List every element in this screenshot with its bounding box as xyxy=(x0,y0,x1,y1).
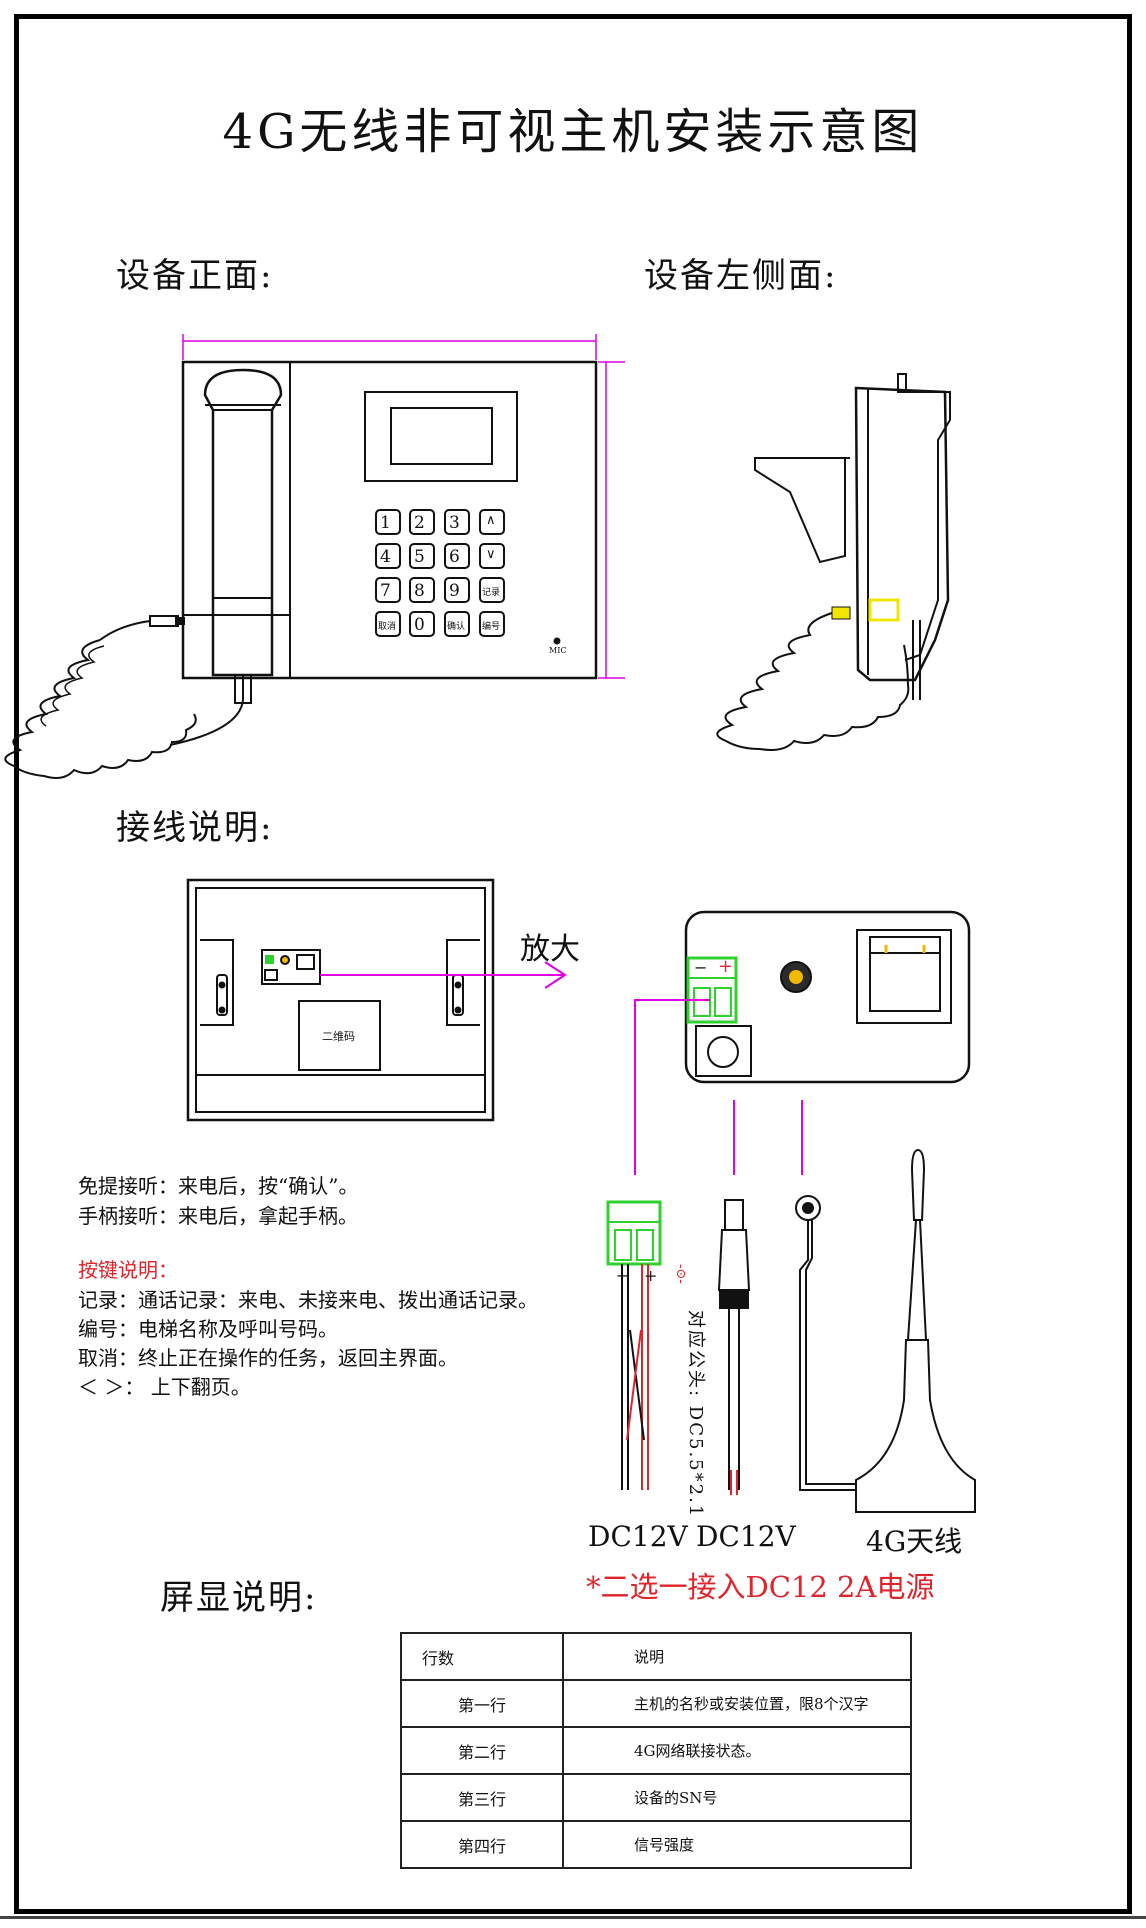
zoom-label: 放大 xyxy=(520,932,580,967)
key-note-page: ＜ ＞： 上下翻页。 xyxy=(78,1375,251,1399)
key-1: 1 xyxy=(380,513,391,533)
bottom-rule xyxy=(0,1916,1146,1919)
terminal-block-plug xyxy=(606,1200,662,1490)
table-cell-row: 第三行 xyxy=(400,1773,564,1822)
table-cell-desc: 设备的SN号 xyxy=(562,1773,912,1822)
table-row: 第二行 4G网络联接状态。 xyxy=(400,1726,912,1775)
key-9: 9 xyxy=(449,581,460,601)
key-notes-title: 按键说明： xyxy=(78,1258,178,1282)
table-header-cell: 说明 xyxy=(562,1632,912,1681)
table-cell-row: 第四行 xyxy=(400,1820,564,1869)
table-row: 第四行 信号强度 xyxy=(400,1820,912,1869)
key-note-cancel: 取消：终止正在操作的任务，返回主界面。 xyxy=(78,1346,458,1370)
key-record: 记录 xyxy=(482,588,501,598)
terminal-plus-label: + xyxy=(718,956,734,977)
table-row: 第一行 主机的名秒或安装位置，限8个汉字 xyxy=(400,1679,912,1728)
antenna-4g xyxy=(795,1148,976,1513)
key-6: 6 xyxy=(449,547,460,567)
dc-barrel-plug xyxy=(717,1199,751,1495)
side-view xyxy=(716,373,951,751)
key-0: 0 xyxy=(414,615,425,635)
answer-note-handset: 手柄接听：来电后，拿起手柄。 xyxy=(78,1204,358,1228)
answer-note-handsfree: 免提接听：来电后，按“确认”。 xyxy=(78,1174,359,1198)
key-4: 4 xyxy=(380,547,391,567)
key-note-record: 记录：通话记录：来电、未接来电、拨出通话记录。 xyxy=(78,1288,538,1312)
key-down: ∨ xyxy=(486,547,496,562)
section-side-title: 设备左侧面: xyxy=(644,256,838,296)
mic-label: MIC xyxy=(549,646,567,655)
back-panel xyxy=(186,878,567,1122)
barrel-plug-note: 对应公头: DC5.5*2.1 xyxy=(685,1310,706,1519)
key-number: 编号 xyxy=(482,622,501,632)
qr-label: 二维码 xyxy=(322,1030,355,1043)
key-7: 7 xyxy=(380,581,391,601)
table-row: 第三行 设备的SN号 xyxy=(400,1773,912,1822)
table-cell-desc: 主机的名秒或安装位置，限8个汉字 xyxy=(562,1679,912,1728)
page-title: 4G无线非可视主机安装示意图 xyxy=(222,104,924,160)
key-confirm: 确认 xyxy=(447,622,466,632)
key-5: 5 xyxy=(414,547,425,567)
section-wiring-title: 接线说明: xyxy=(116,808,274,848)
table-header-cell: 行数 xyxy=(400,1632,564,1681)
dc-terminal-label: DC12V xyxy=(588,1520,688,1553)
key-3: 3 xyxy=(449,513,460,533)
section-screen-title: 屏显说明: xyxy=(160,1578,318,1618)
wire-plus-label: + xyxy=(644,1266,658,1285)
key-8: 8 xyxy=(414,581,425,601)
key-2: 2 xyxy=(414,513,425,533)
table-header-row: 行数 说明 xyxy=(400,1632,912,1681)
table-cell-desc: 4G网络联接状态。 xyxy=(562,1726,912,1775)
keypad xyxy=(375,509,505,637)
drawing-frame xyxy=(14,14,1132,1914)
table-cell-row: 第一行 xyxy=(400,1679,564,1728)
table-cell-desc: 信号强度 xyxy=(562,1820,912,1869)
key-up: ∧ xyxy=(486,513,496,528)
front-view xyxy=(4,334,625,779)
power-note: *二选一接入DC12 2A电源 xyxy=(586,1570,935,1604)
barrel-polarity-symbol: -⊙- xyxy=(673,1264,688,1284)
screen-description-table: 行数 说明 第一行 主机的名秒或安装位置，限8个汉字 第二行 4G网络联接状态。… xyxy=(400,1632,912,1869)
antenna-label: 4G天线 xyxy=(866,1525,963,1558)
guide-lines xyxy=(634,999,803,1175)
terminal-minus-label: − xyxy=(694,958,708,977)
key-cancel: 取消 xyxy=(378,622,397,632)
section-front-title: 设备正面: xyxy=(116,256,274,296)
table-cell-row: 第二行 xyxy=(400,1726,564,1775)
key-note-number: 编号：电梯名称及呼叫号码。 xyxy=(78,1317,338,1341)
dc-barrel-label: DC12V xyxy=(696,1520,796,1553)
wire-minus-label: − xyxy=(616,1266,630,1285)
enlarged-connector xyxy=(684,910,971,1084)
